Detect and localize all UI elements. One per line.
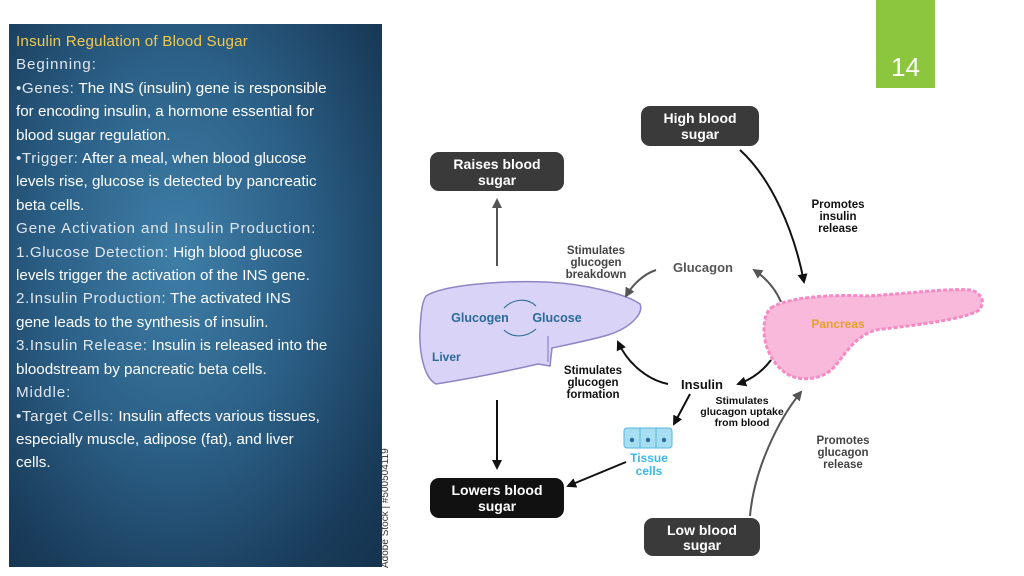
pancreas-to-glucagon-arrow xyxy=(752,268,782,303)
pancreas-to-insulin-arrow xyxy=(736,359,772,387)
glucagon-to-liver-arrow xyxy=(624,269,657,298)
svg-text:insulin: insulin xyxy=(819,211,856,223)
trigger-label: •Trigger: xyxy=(16,150,79,168)
insulin-production-label: 2.Insulin Production: xyxy=(16,290,167,308)
cycle-arrow-bottom xyxy=(503,328,537,337)
svg-text:release: release xyxy=(818,223,858,235)
insulin-production-line-2: gene leads to the synthesis of insulin. xyxy=(16,313,269,331)
liver-label: Liver xyxy=(432,350,461,364)
blood-sugar-diagram: High blood sugar Raises blood sugar Lowe… xyxy=(419,106,984,556)
svg-text:from blood: from blood xyxy=(715,417,770,429)
glucose-detection-line-2: levels trigger the activation of the INS… xyxy=(16,267,310,285)
high-blood-sugar-line-2: sugar xyxy=(681,126,720,142)
svg-text:glucogen: glucogen xyxy=(567,377,618,389)
trigger-paragraph: •Trigger: After a meal, when blood gluco… xyxy=(16,150,307,168)
glycogen-label: Glucogen xyxy=(451,311,509,325)
glucose-detection-label: 1.Glucose Detection: xyxy=(16,243,169,261)
insulin-release-line-2: bloodstream by pancreatic beta cells. xyxy=(16,360,267,378)
svg-text:glucogen: glucogen xyxy=(570,257,621,269)
liver: Glucogen Glucose Liver xyxy=(419,280,642,385)
pancreas: Pancreas xyxy=(762,288,984,381)
insulin-release-paragraph: 3.Insulin Release: Insulin is released i… xyxy=(16,337,328,355)
insulin-production-paragraph: 2.Insulin Production: The activated INS xyxy=(16,290,291,308)
glucose-detection-paragraph: 1.Glucose Detection: High blood glucose xyxy=(16,243,303,261)
svg-text:Stimulates: Stimulates xyxy=(567,245,625,257)
insulin-release-label: 3.Insulin Release: xyxy=(16,337,148,355)
target-cells-line-3: cells. xyxy=(16,454,51,472)
low-blood-sugar-line-2: sugar xyxy=(683,537,722,553)
low-blood-sugar-line-1: Low blood xyxy=(667,522,737,538)
middle-heading: Middle: xyxy=(16,384,72,402)
promotes-insulin-release-label: Promotes insulin release xyxy=(811,199,864,235)
lowers-blood-sugar-box: Lowers blood sugar xyxy=(430,478,564,518)
trigger-line-2: levels rise, glucose is detected by panc… xyxy=(16,173,317,191)
svg-text:release: release xyxy=(823,459,863,471)
genes-paragraph: •Genes: The INS (insulin) gene is respon… xyxy=(16,79,327,97)
tissue-cells-line-2: cells xyxy=(636,464,663,478)
tissue-cells: Tissue cells xyxy=(623,427,673,478)
svg-text:Stimulates: Stimulates xyxy=(715,395,768,407)
raises-blood-sugar-line-1: Raises blood xyxy=(453,156,540,172)
info-panel: Insulin Regulation of Blood Sugar Beginn… xyxy=(9,24,382,567)
glucagon-label: Glucagon xyxy=(673,260,733,275)
svg-text:glucagon uptake: glucagon uptake xyxy=(700,406,784,418)
stimulates-glucogen-breakdown-label: Stimulates glucogen breakdown xyxy=(566,245,627,281)
svg-text:Stimulates: Stimulates xyxy=(564,365,622,377)
tissue-cells-line-1: Tissue xyxy=(630,451,668,465)
insulin-to-liver-arrow xyxy=(616,340,669,385)
high-blood-sugar-box: High blood sugar xyxy=(641,106,759,146)
svg-text:breakdown: breakdown xyxy=(566,269,627,281)
genes-line-3: blood sugar regulation. xyxy=(16,126,171,144)
insulin-to-tissue-arrow xyxy=(673,393,691,426)
insulin-label: Insulin xyxy=(681,377,723,392)
lowers-blood-sugar-line-1: Lowers blood xyxy=(452,482,543,498)
cycle-arrow-top xyxy=(503,299,537,309)
genes-line-2: for encoding insulin, a hormone essentia… xyxy=(16,103,315,121)
gene-activation-heading: Gene Activation and Insulin Production: xyxy=(16,220,317,238)
genes-label: •Genes: xyxy=(16,79,75,97)
stock-credit: Adobe Stock | #500504119 xyxy=(380,448,391,568)
panel-title: Insulin Regulation of Blood Sugar xyxy=(16,33,249,50)
low-to-pancreas-arrow xyxy=(749,390,803,517)
high-to-pancreas-arrow xyxy=(739,149,808,284)
low-blood-sugar-box: Low blood sugar xyxy=(644,518,760,556)
page-number: 14 xyxy=(891,52,920,82)
glucose-label: Glucose xyxy=(532,311,581,325)
target-cells-line-2: especially muscle, adipose (fat), and li… xyxy=(16,430,294,448)
svg-text:formation: formation xyxy=(566,389,619,401)
svg-text:Promotes: Promotes xyxy=(816,435,869,447)
page-number-badge: 14 xyxy=(876,0,935,88)
promotes-glucagon-release-label: Promotes glucagon release xyxy=(816,435,869,471)
svg-text:Promotes: Promotes xyxy=(811,199,864,211)
tissue-to-lowers-arrow xyxy=(566,461,627,488)
beginning-heading: Beginning: xyxy=(16,56,97,74)
stimulates-glucogen-formation-label: Stimulates glucogen formation xyxy=(564,365,622,401)
trigger-line-3: beta cells. xyxy=(16,196,85,214)
target-cells-paragraph: •Target Cells: Insulin affects various t… xyxy=(16,407,320,425)
raises-blood-sugar-line-2: sugar xyxy=(478,172,517,188)
stimulates-glucagon-uptake-label: Stimulates glucagon uptake from blood xyxy=(700,395,784,429)
pancreas-label: Pancreas xyxy=(811,317,865,331)
svg-text:glucagon: glucagon xyxy=(817,447,868,459)
target-cells-label: •Target Cells: xyxy=(16,407,115,425)
raises-blood-sugar-box: Raises blood sugar xyxy=(430,152,564,191)
lowers-blood-sugar-line-2: sugar xyxy=(478,498,517,514)
high-blood-sugar-line-1: High blood xyxy=(663,110,736,126)
